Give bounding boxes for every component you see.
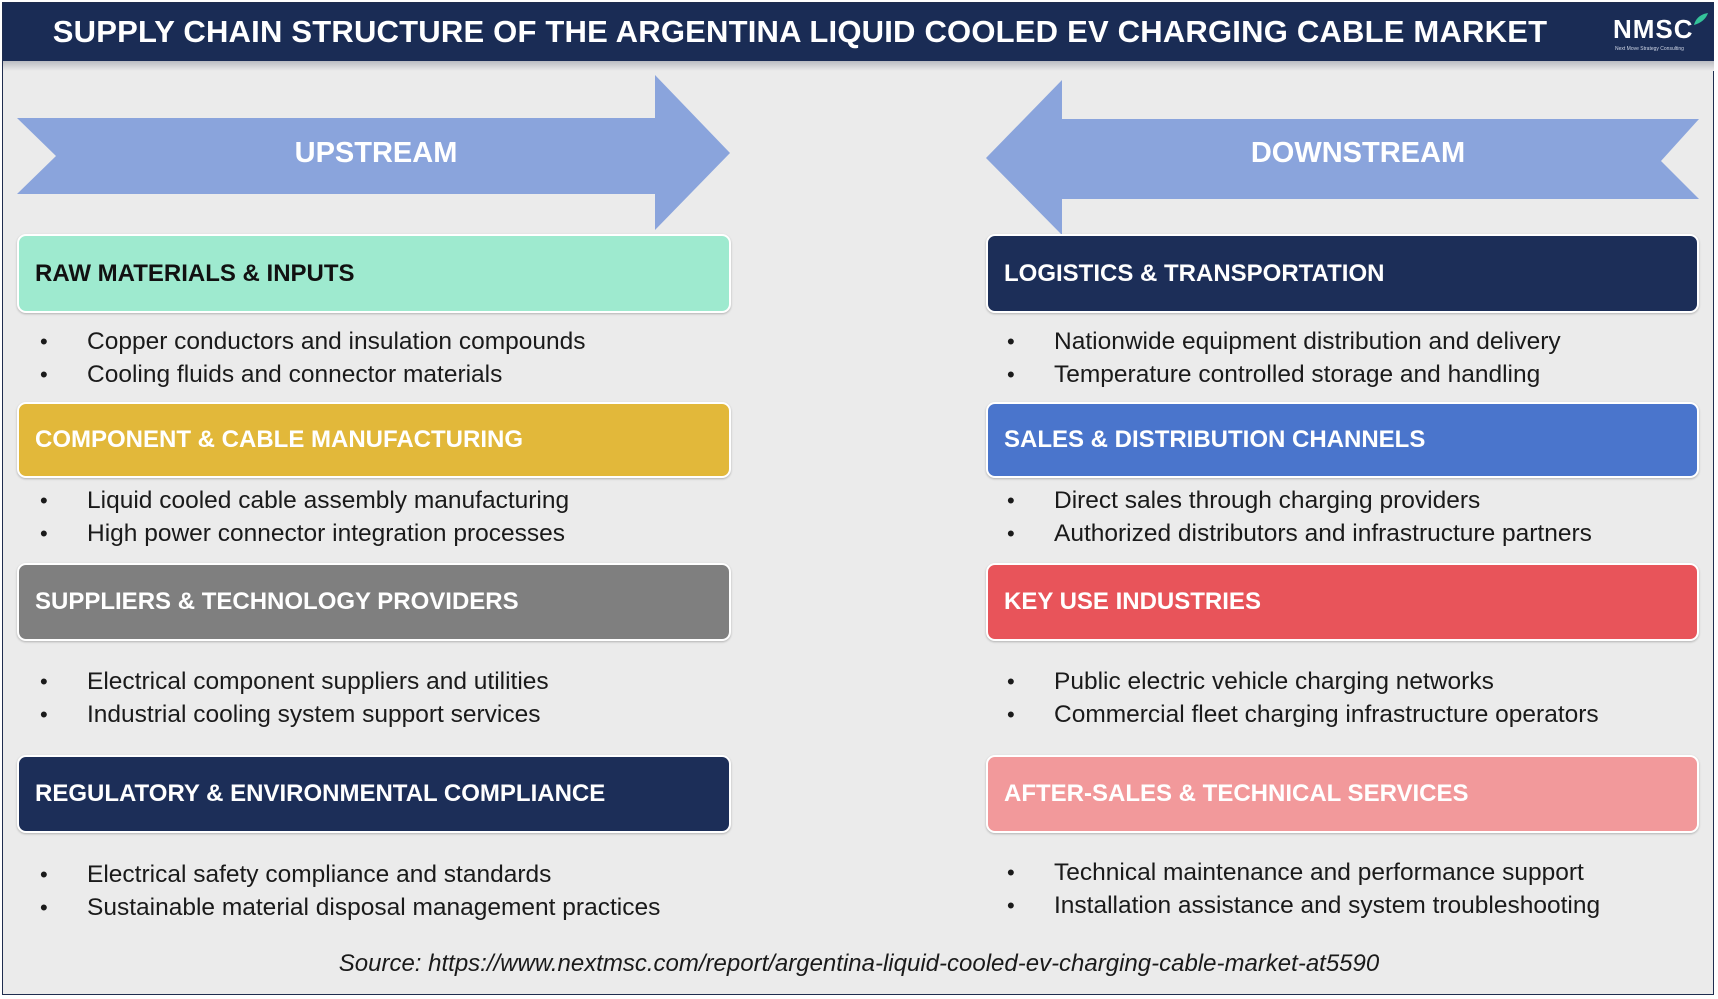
section-title: SUPPLIERS & TECHNOLOGY PROVIDERS (35, 588, 519, 615)
list-item: •Liquid cooled cable assembly manufactur… (40, 487, 570, 514)
page-title: SUPPLY CHAIN STRUCTURE OF THE ARGENTINA … (52, 14, 1548, 49)
component-manufacturing-list: •Liquid cooled cable assembly manufactur… (20, 484, 569, 550)
after-sales-list: •Technical maintenance and performance s… (987, 856, 1600, 922)
key-use-industries-box: KEY USE INDUSTRIES (986, 563, 1699, 641)
raw-materials-list: •Copper conductors and insulation compou… (20, 325, 585, 391)
list-item: •Public electric vehicle charging networ… (1007, 668, 1494, 695)
nmsc-logo: NMSC Next Move Strategy Consulting (1613, 12, 1708, 56)
list-item: •Direct sales through charging providers (1007, 487, 1481, 514)
list-item: •Electrical safety compliance and standa… (40, 861, 552, 888)
key-use-industries-list: •Public electric vehicle charging networ… (987, 665, 1599, 731)
suppliers-box: SUPPLIERS & TECHNOLOGY PROVIDERS (17, 563, 731, 641)
list-item: •Cooling fluids and connector materials (40, 361, 503, 388)
section-title: RAW MATERIALS & INPUTS (35, 259, 355, 287)
list-item: •High power connector integration proces… (40, 520, 566, 547)
logistics-box: LOGISTICS & TRANSPORTATION (986, 234, 1699, 313)
list-item: •Nationwide equipment distribution and d… (1007, 328, 1561, 355)
header-shadow (3, 61, 1714, 71)
component-manufacturing-box: COMPONENT & CABLE MANUFACTURING (17, 402, 731, 478)
list-item: •Installation assistance and system trou… (1007, 892, 1601, 919)
section-title: AFTER-SALES & TECHNICAL SERVICES (1004, 780, 1469, 807)
section-title: SALES & DISTRIBUTION CHANNELS (1004, 426, 1426, 453)
list-item: •Commercial fleet charging infrastructur… (1007, 701, 1599, 728)
list-item: •Electrical component suppliers and util… (40, 668, 549, 695)
sales-distribution-list: •Direct sales through charging providers… (987, 484, 1592, 550)
section-title: KEY USE INDUSTRIES (1004, 588, 1261, 615)
suppliers-list: •Electrical component suppliers and util… (20, 665, 549, 731)
logistics-list: •Nationwide equipment distribution and d… (987, 325, 1561, 391)
sales-distribution-box: SALES & DISTRIBUTION CHANNELS (986, 402, 1699, 478)
list-item: •Copper conductors and insulation compou… (40, 328, 586, 355)
header-bar: SUPPLY CHAIN STRUCTURE OF THE ARGENTINA … (3, 3, 1714, 61)
downstream-arrow (986, 80, 1699, 235)
source-citation: Source: https://www.nextmsc.com/report/a… (338, 950, 1380, 977)
section-title: REGULATORY & ENVIRONMENTAL COMPLIANCE (35, 780, 606, 807)
logo-subtitle: Next Move Strategy Consulting (1615, 46, 1684, 52)
regulatory-list: •Electrical safety compliance and standa… (20, 858, 660, 924)
upstream-label: UPSTREAM (294, 137, 458, 169)
leaf-icon (1694, 13, 1708, 25)
logo-text: NMSC (1613, 14, 1694, 44)
raw-materials-box: RAW MATERIALS & INPUTS (17, 234, 731, 313)
list-item: •Technical maintenance and performance s… (1007, 859, 1584, 886)
list-item: •Industrial cooling system support servi… (40, 701, 541, 728)
list-item: •Temperature controlled storage and hand… (1007, 361, 1541, 388)
regulatory-box: REGULATORY & ENVIRONMENTAL COMPLIANCE (17, 755, 731, 833)
downstream-label: DOWNSTREAM (1250, 137, 1466, 169)
list-item: •Sustainable material disposal managemen… (40, 894, 661, 921)
after-sales-box: AFTER-SALES & TECHNICAL SERVICES (986, 755, 1699, 833)
list-item: •Authorized distributors and infrastruct… (1007, 520, 1592, 547)
upstream-arrow (17, 75, 730, 230)
section-title: LOGISTICS & TRANSPORTATION (1004, 259, 1385, 287)
section-title: COMPONENT & CABLE MANUFACTURING (35, 426, 523, 453)
